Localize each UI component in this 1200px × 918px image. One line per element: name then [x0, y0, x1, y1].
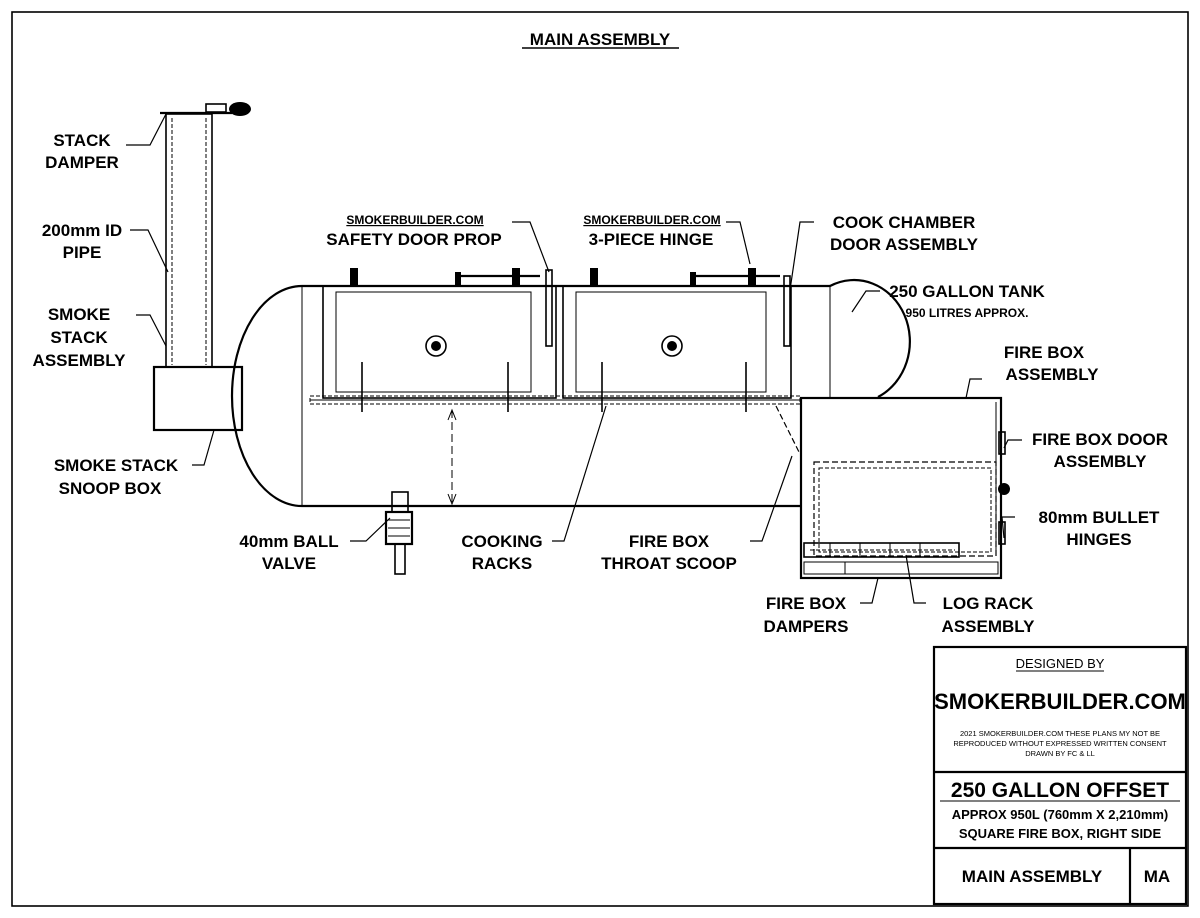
notice-line: 2021 SMOKERBUILDER.COM THESE PLANS MY NO… — [960, 729, 1160, 738]
label-ball-valve: 40mm BALL VALVE — [239, 532, 338, 573]
label-cooking-racks: COOKING RACKS — [461, 532, 542, 573]
title-block: DESIGNED BY SMOKERBUILDER.COM 2021 SMOKE… — [932, 645, 1188, 906]
smoke-stack — [152, 102, 251, 432]
cook-chamber-doors — [322, 268, 792, 399]
label-line: COOKING — [461, 532, 542, 551]
label-line: FIRE BOX — [1004, 343, 1085, 362]
product-name: 250 GALLON OFFSET — [951, 779, 1169, 802]
label-line: THROAT SCOOP — [601, 554, 737, 573]
label-log-rack: LOG RACK ASSEMBLY — [942, 594, 1036, 636]
label-line: LOG RACK — [943, 594, 1034, 613]
spec-line: SQUARE FIRE BOX, RIGHT SIDE — [959, 826, 1162, 841]
label-pipe: 200mm ID PIPE — [42, 221, 122, 262]
label-tank: 250 GALLON TANK 950 LITRES APPROX. — [889, 282, 1045, 320]
notice-line: DRAWN BY FC & LL — [1025, 749, 1095, 758]
label-line: HINGES — [1066, 530, 1131, 549]
designed-by-label: DESIGNED BY — [1016, 656, 1105, 671]
label-line: DAMPER — [45, 153, 119, 172]
label-fire-box-dampers: FIRE BOX DAMPERS — [763, 594, 848, 636]
ball-valve — [384, 491, 414, 575]
label-line: 40mm BALL — [239, 532, 338, 551]
label-safety-door-prop: SMOKERBUILDER.COM SAFETY DOOR PROP — [326, 213, 501, 249]
dimension-arrow — [447, 408, 457, 506]
label-line: STACK — [53, 131, 111, 150]
label-line: SNOOP BOX — [59, 479, 162, 498]
label-line: DOOR ASSEMBLY — [830, 235, 979, 254]
label-line: SMOKERBUILDER.COM — [346, 213, 483, 227]
label-line: ASSEMBLY — [1054, 452, 1148, 471]
label-snoop-box: SMOKE STACK SNOOP BOX — [54, 456, 179, 498]
cook-chamber-tank — [230, 278, 911, 508]
label-line: SAFETY DOOR PROP — [326, 230, 501, 249]
label-line: FIRE BOX — [629, 532, 710, 551]
label-cook-chamber-door: COOK CHAMBER DOOR ASSEMBLY — [830, 213, 979, 254]
drawing-title: MAIN ASSEMBLY — [530, 30, 671, 49]
label-line: VALVE — [262, 554, 316, 573]
label-bullet-hinges: 80mm BULLET HINGES — [1039, 508, 1161, 549]
label-line: COOK CHAMBER — [833, 213, 976, 232]
notice-line: REPRODUCED WITHOUT EXPRESSED WRITTEN CON… — [953, 739, 1167, 748]
label-line: 3-PIECE HINGE — [589, 230, 714, 249]
fire-box — [799, 396, 1010, 580]
label-line: 250 GALLON TANK — [889, 282, 1045, 301]
label-line: DAMPERS — [763, 617, 848, 636]
label-line: 950 LITRES APPROX. — [906, 306, 1029, 320]
cooking-rack-assembly — [309, 362, 801, 412]
label-line: SMOKERBUILDER.COM — [583, 213, 720, 227]
label-fire-box-assembly: FIRE BOX ASSEMBLY — [1004, 343, 1099, 384]
label-line: FIRE BOX — [766, 594, 847, 613]
throat-scoop — [775, 405, 801, 455]
label-line: RACKS — [472, 554, 532, 573]
sheet-border — [11, 11, 1189, 907]
sheet-code: MA — [1144, 867, 1170, 886]
label-line: STACK — [50, 328, 108, 347]
label-line: ASSEMBLY — [1006, 365, 1100, 384]
label-line: ASSEMBLY — [33, 351, 127, 370]
company-name: SMOKERBUILDER.COM — [934, 689, 1186, 714]
label-line: 200mm ID — [42, 221, 122, 240]
label-line: FIRE BOX DOOR — [1032, 430, 1168, 449]
label-line: ASSEMBLY — [942, 617, 1036, 636]
label-throat-scoop: FIRE BOX THROAT SCOOP — [601, 532, 737, 573]
label-three-piece-hinge: SMOKERBUILDER.COM 3-PIECE HINGE — [583, 213, 720, 249]
leader-lines — [126, 113, 1022, 604]
label-fire-box-door: FIRE BOX DOOR ASSEMBLY — [1032, 430, 1168, 471]
label-line: PIPE — [63, 243, 102, 262]
label-stack-damper: STACK DAMPER — [45, 131, 119, 172]
label-line: SMOKE STACK — [54, 456, 179, 475]
label-smoke-stack-assembly: SMOKE STACK ASSEMBLY — [33, 305, 127, 370]
spec-line: APPROX 950L (760mm X 2,210mm) — [952, 807, 1169, 822]
label-line: 80mm BULLET — [1039, 508, 1161, 527]
sheet-name: MAIN ASSEMBLY — [962, 867, 1103, 886]
label-line: SMOKE — [48, 305, 110, 324]
